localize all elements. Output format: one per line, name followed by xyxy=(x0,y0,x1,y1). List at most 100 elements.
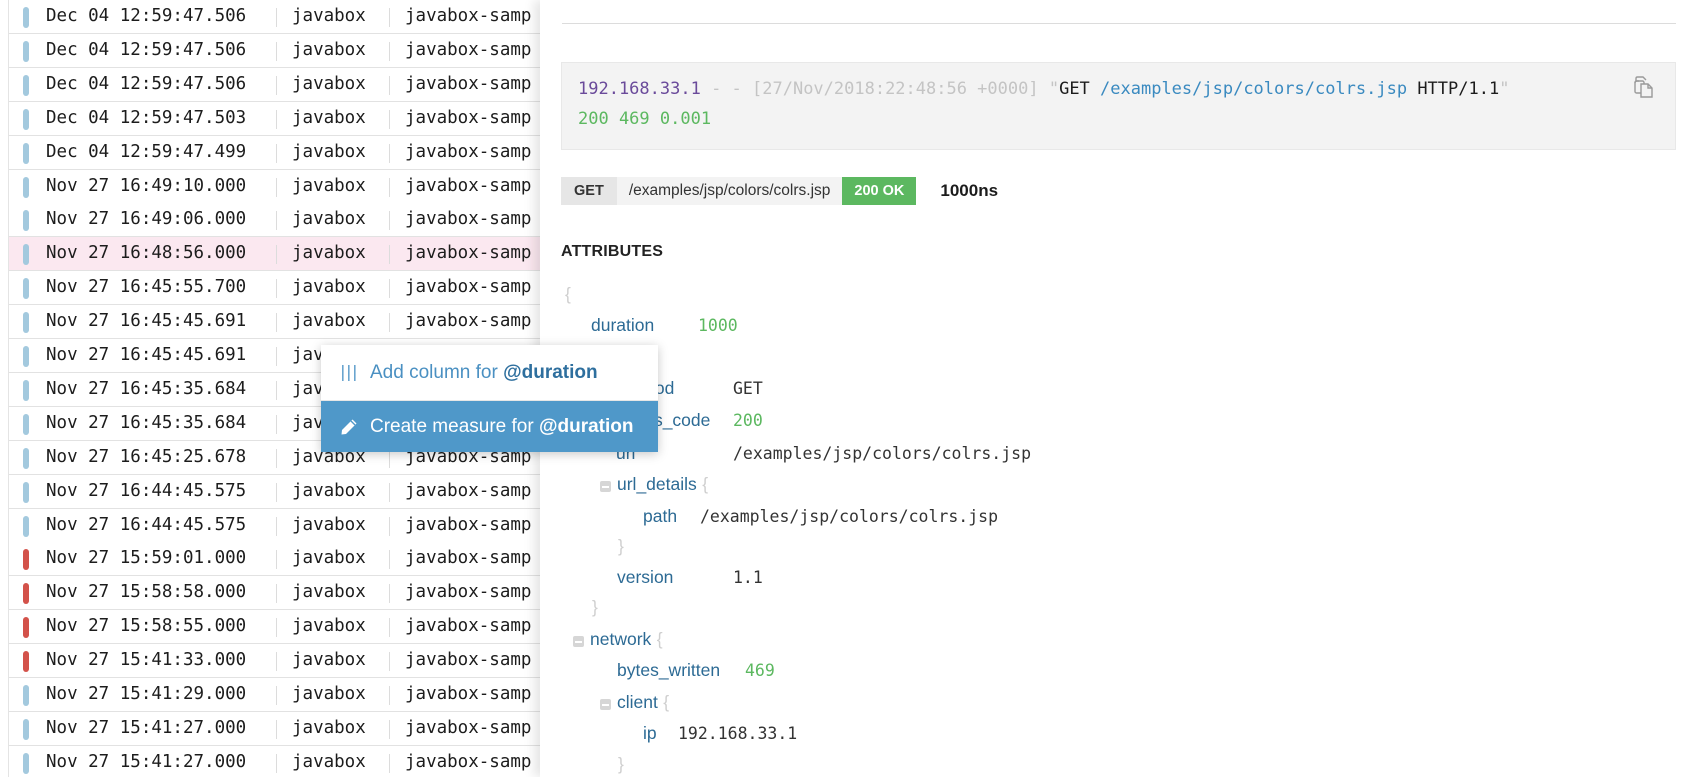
attr-key[interactable]: duration xyxy=(591,315,655,335)
log-row[interactable]: Nov 27 16:44:45.575 javabox javabox-samp xyxy=(9,474,569,509)
open-brace: { xyxy=(702,474,709,494)
status-indicator xyxy=(23,583,29,605)
log-host: javabox xyxy=(292,277,366,298)
log-service: javabox-samp xyxy=(405,480,532,501)
log-row[interactable]: Nov 27 16:44:45.575 javabox javabox-samp xyxy=(9,508,569,543)
log-row[interactable]: Nov 27 16:48:56.000 javabox javabox-samp xyxy=(9,237,569,272)
raw-quote: " xyxy=(1499,79,1510,99)
status-indicator xyxy=(23,651,29,673)
attr-key[interactable]: network xyxy=(590,629,652,649)
log-row[interactable]: Dec 04 12:59:47.506 javabox javabox-samp xyxy=(9,67,569,102)
column-separator xyxy=(389,211,390,231)
collapse-toggle-icon[interactable] xyxy=(600,699,611,710)
attr-network[interactable]: network { xyxy=(590,629,663,650)
status-indicator xyxy=(23,752,29,774)
add-column-label: Add column for @duration xyxy=(370,362,598,384)
log-host: javabox xyxy=(292,582,366,603)
menu-attr-name: @duration xyxy=(538,415,634,437)
attributes-heading: ATTRIBUTES xyxy=(561,243,664,260)
copy-icon[interactable] xyxy=(1633,75,1655,99)
raw-timestamp: [27/Nov/2018:22:48:56 +0000] xyxy=(752,79,1039,99)
menu-attr-name: @duration xyxy=(503,361,598,383)
attr-ip[interactable]: ip xyxy=(643,723,657,744)
raw-protocol: HTTP/1.1 xyxy=(1407,79,1500,99)
log-date: Nov 27 16:45:45.691 xyxy=(46,345,247,365)
attr-url-details[interactable]: url_details { xyxy=(617,474,708,495)
log-host: javabox xyxy=(292,684,366,704)
log-date: Nov 27 15:59:01.000 xyxy=(46,548,247,569)
attr-key[interactable]: client xyxy=(617,692,658,712)
attr-duration[interactable]: duration xyxy=(591,315,654,336)
attr-value[interactable]: 192.168.33.1 xyxy=(678,724,798,743)
attr-key[interactable]: url_details xyxy=(617,474,697,494)
log-row[interactable]: Nov 27 15:59:01.000 javabox javabox-samp xyxy=(9,542,569,577)
log-service: javabox-samp xyxy=(405,751,532,772)
column-separator xyxy=(389,719,390,739)
status-indicator xyxy=(23,718,29,740)
status-indicator xyxy=(23,176,29,198)
attr-value[interactable]: /examples/jsp/colors/colrs.jsp xyxy=(733,444,1032,463)
log-row[interactable]: Nov 27 16:45:45.691 javabox javabox-samp xyxy=(9,305,569,340)
column-separator xyxy=(276,550,277,570)
log-service: javabox-samp xyxy=(405,311,532,332)
log-row[interactable]: Dec 04 12:59:47.499 javabox javabox-samp xyxy=(9,135,569,170)
attr-value[interactable]: 1000 xyxy=(698,316,738,335)
attr-value[interactable]: GET xyxy=(733,379,763,398)
log-date: Nov 27 16:45:35.684 xyxy=(46,378,247,399)
log-date: Nov 27 16:48:56.000 xyxy=(46,243,247,264)
column-separator xyxy=(276,618,277,638)
status-indicator xyxy=(23,7,29,28)
attr-key[interactable]: path xyxy=(643,506,678,526)
attr-value[interactable]: 469 xyxy=(745,661,775,680)
attr-bytes-written[interactable]: bytes_written xyxy=(617,660,720,681)
log-row[interactable]: Dec 04 12:59:47.503 javabox javabox-samp xyxy=(9,101,569,136)
column-separator xyxy=(389,652,390,672)
request-path[interactable]: /examples/jsp/colors/colrs.jsp xyxy=(616,177,843,205)
log-row[interactable]: Nov 27 15:58:58.000 javabox javabox-samp xyxy=(9,576,569,611)
attr-value[interactable]: /examples/jsp/colors/colrs.jsp xyxy=(700,507,999,526)
log-row[interactable]: Nov 27 15:41:33.000 javabox javabox-samp xyxy=(9,644,569,679)
attr-value[interactable]: 1.1 xyxy=(733,568,763,587)
attr-version[interactable]: version xyxy=(617,567,673,588)
log-row[interactable]: Nov 27 15:41:27.000 javabox javabox-samp xyxy=(9,745,569,777)
log-host: javabox xyxy=(292,751,366,772)
log-row[interactable]: Nov 27 16:45:55.700 javabox javabox-samp xyxy=(9,271,569,306)
log-row[interactable]: Nov 27 15:58:55.000 javabox javabox-samp xyxy=(9,610,569,645)
column-separator xyxy=(276,245,277,265)
raw-dashes: - - xyxy=(700,79,753,99)
log-service: javabox-samp xyxy=(405,616,532,637)
log-row[interactable]: Dec 04 12:59:47.506 javabox javabox-samp xyxy=(9,0,569,34)
log-row[interactable]: Dec 04 12:59:47.506 javabox javabox-samp xyxy=(9,33,569,68)
attr-client[interactable]: client { xyxy=(617,692,669,713)
create-measure-menu-item[interactable]: Create measure for @duration xyxy=(321,401,658,452)
log-host: javabox xyxy=(292,73,366,94)
add-column-menu-item[interactable]: Add column for @duration xyxy=(321,345,658,401)
log-host: javabox xyxy=(292,514,366,535)
status-indicator xyxy=(23,617,29,639)
attr-value[interactable]: 200 xyxy=(733,411,763,430)
collapse-toggle-icon[interactable] xyxy=(600,481,611,492)
log-date: Nov 27 16:44:45.575 xyxy=(46,514,247,535)
column-separator xyxy=(276,482,277,502)
log-service: javabox-samp xyxy=(405,6,532,26)
attr-key[interactable]: bytes_written xyxy=(617,660,721,680)
status-indicator xyxy=(23,244,29,266)
column-separator xyxy=(276,380,277,400)
attr-path[interactable]: path xyxy=(643,506,677,527)
log-row[interactable]: Nov 27 16:49:10.000 javabox javabox-samp xyxy=(9,169,569,204)
collapse-toggle-icon[interactable] xyxy=(573,636,584,647)
status-indicator xyxy=(23,278,29,300)
column-separator xyxy=(389,8,390,27)
log-host: javabox xyxy=(292,209,366,230)
column-separator xyxy=(276,753,277,773)
log-service: javabox-samp xyxy=(405,514,532,535)
status-indicator xyxy=(23,515,29,537)
attr-key[interactable]: version xyxy=(617,567,674,587)
log-row[interactable]: Nov 27 15:41:29.000 javabox javabox-samp xyxy=(9,678,569,712)
log-row[interactable]: Nov 27 15:41:27.000 javabox javabox-samp xyxy=(9,711,569,746)
request-duration: 1000ns xyxy=(940,181,999,200)
log-date: Nov 27 15:41:27.000 xyxy=(46,717,247,738)
log-service: javabox-samp xyxy=(405,243,532,264)
log-row[interactable]: Nov 27 16:49:06.000 javabox javabox-samp xyxy=(9,203,569,238)
attr-key[interactable]: ip xyxy=(643,723,657,743)
